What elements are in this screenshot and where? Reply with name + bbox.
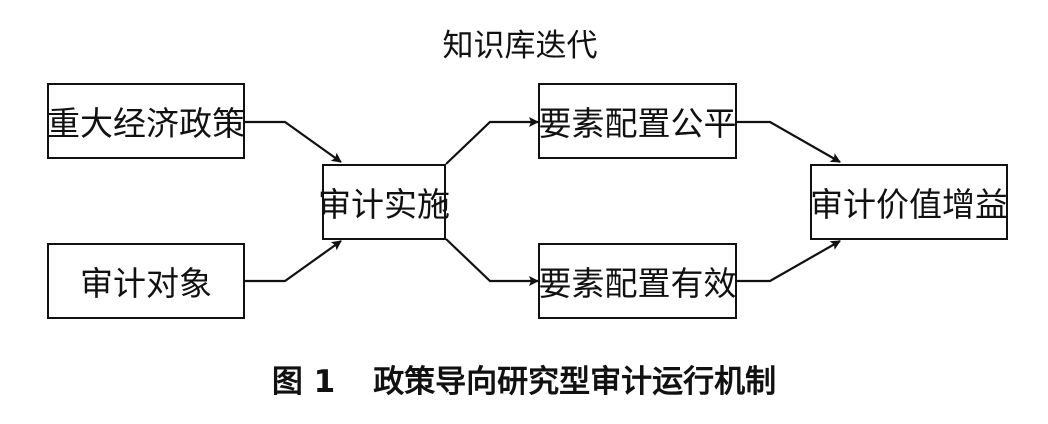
node-allocation-effective: 要素配置有效 (538, 243, 737, 319)
figure-number: 图 1 (271, 364, 336, 400)
arrow-object-to-implementation (245, 240, 342, 283)
node-allocation-fair: 要素配置公平 (538, 83, 737, 159)
arrow-policy-to-implementation (245, 120, 342, 163)
node-major-policy: 重大经济政策 (47, 83, 245, 159)
node-audit-value-gain: 审计价值增益 (810, 164, 1008, 240)
node-audit-implementation: 审计实施 (318, 164, 450, 240)
figure-title: 政策导向研究型审计运行机制 (373, 364, 777, 400)
arrow-effective-to-value-gain (737, 240, 841, 283)
arrow-fair-to-value-gain (737, 120, 841, 163)
node-audit-object: 审计对象 (47, 243, 245, 319)
arrow-implementation-to-effective (445, 238, 539, 286)
feedback-label: 知识库迭代 (442, 28, 598, 64)
figure-caption: 图 1 政策导向研究型审计运行机制 (0, 356, 1048, 401)
arrow-implementation-to-fair (445, 117, 539, 165)
